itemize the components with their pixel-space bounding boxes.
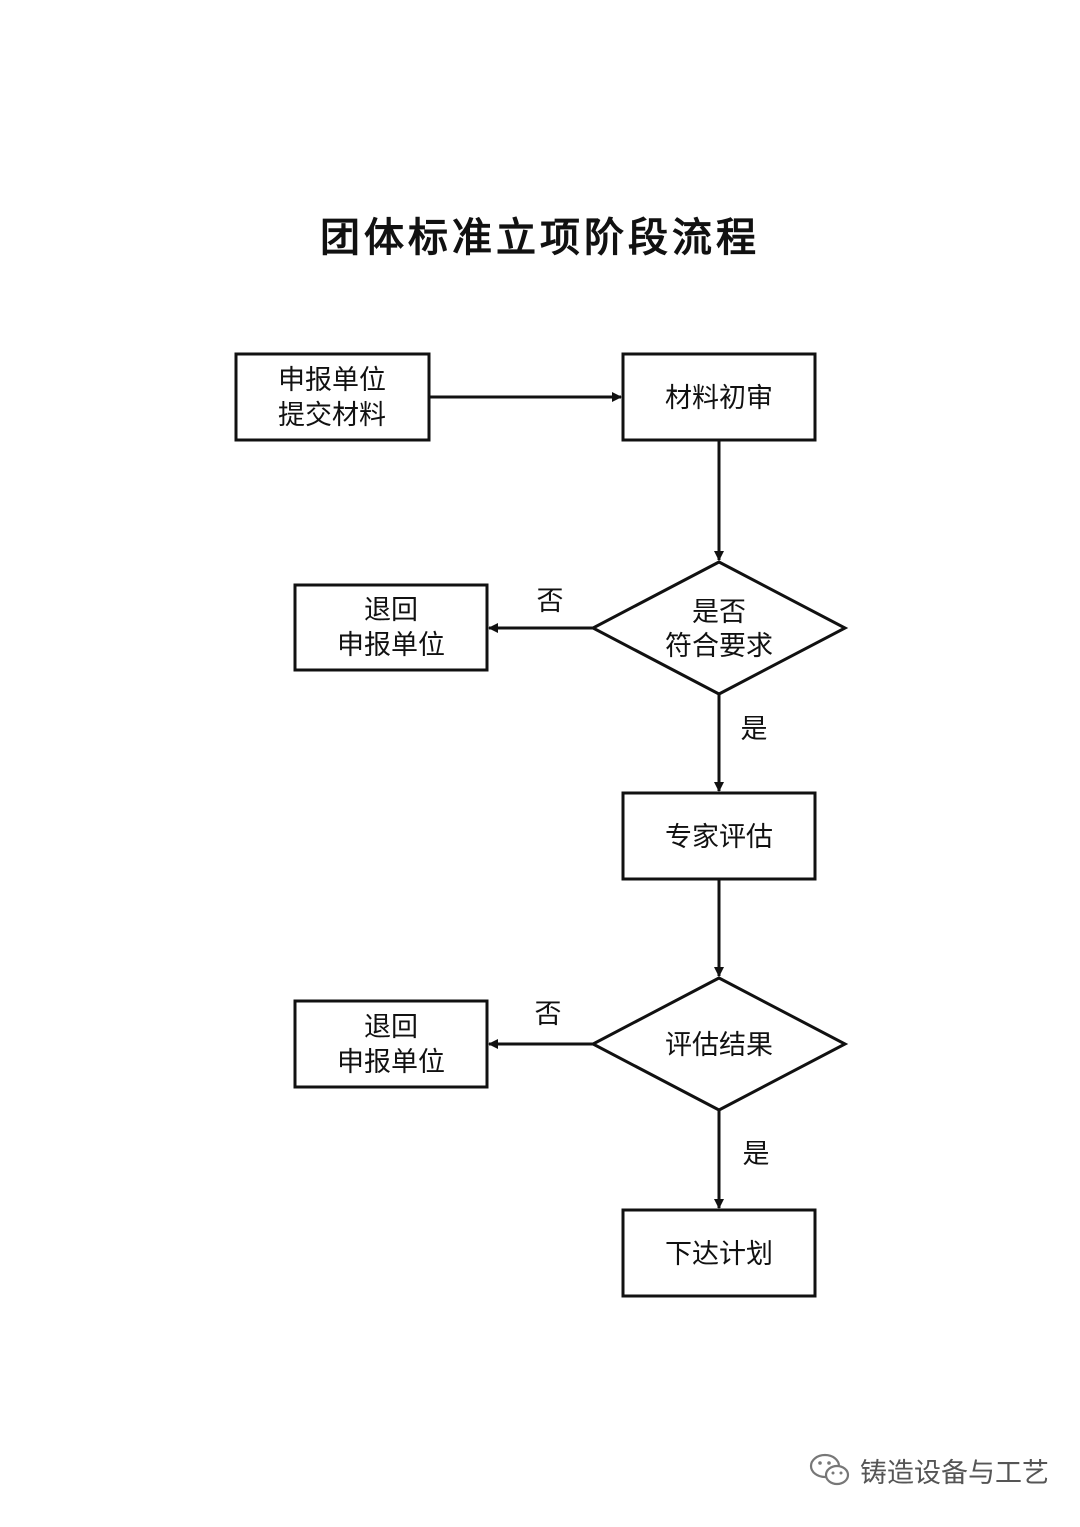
wechat-icon bbox=[809, 1453, 850, 1486]
decision2-label: 评估结果 bbox=[665, 1030, 773, 1061]
node-submit-line1: 申报单位 bbox=[278, 365, 386, 396]
node-initial-review: 材料初审 bbox=[621, 352, 817, 442]
node-return-to-applicant-2: 退回 申报单位 bbox=[293, 999, 489, 1089]
edge-label-no-2: 否 bbox=[535, 999, 562, 1030]
return2-line1: 退回 bbox=[364, 1012, 418, 1043]
node-expert-eval-label: 专家评估 bbox=[665, 822, 773, 853]
node-submit-materials: 申报单位 提交材料 bbox=[234, 352, 431, 442]
edge-label-no-1: 否 bbox=[537, 586, 564, 617]
node-issue-plan-label: 下达计划 bbox=[665, 1239, 773, 1270]
diagram-title: 团体标准立项阶段流程 bbox=[320, 215, 760, 261]
decision1-line2: 符合要求 bbox=[665, 631, 773, 662]
edge-label-yes-1: 是 bbox=[741, 714, 768, 745]
return1-line1: 退回 bbox=[364, 595, 418, 626]
edge-label-yes-2: 是 bbox=[743, 1139, 770, 1170]
node-expert-evaluation: 专家评估 bbox=[621, 791, 817, 881]
return1-line2: 申报单位 bbox=[337, 630, 445, 661]
watermark: 铸造设备与工艺 bbox=[808, 1448, 1049, 1492]
node-initial-review-label: 材料初审 bbox=[665, 383, 773, 414]
node-return-to-applicant-1: 退回 申报单位 bbox=[293, 583, 489, 672]
node-issue-plan: 下达计划 bbox=[621, 1208, 817, 1298]
watermark-text: 铸造设备与工艺 bbox=[860, 1457, 1049, 1489]
decision-evaluation-result: 评估结果 bbox=[589, 976, 849, 1112]
decision1-line1: 是否 bbox=[692, 597, 746, 628]
decision-meets-requirements: 是否 符合要求 bbox=[589, 560, 849, 696]
return2-line2: 申报单位 bbox=[337, 1047, 445, 1078]
node-submit-line2: 提交材料 bbox=[278, 400, 386, 431]
